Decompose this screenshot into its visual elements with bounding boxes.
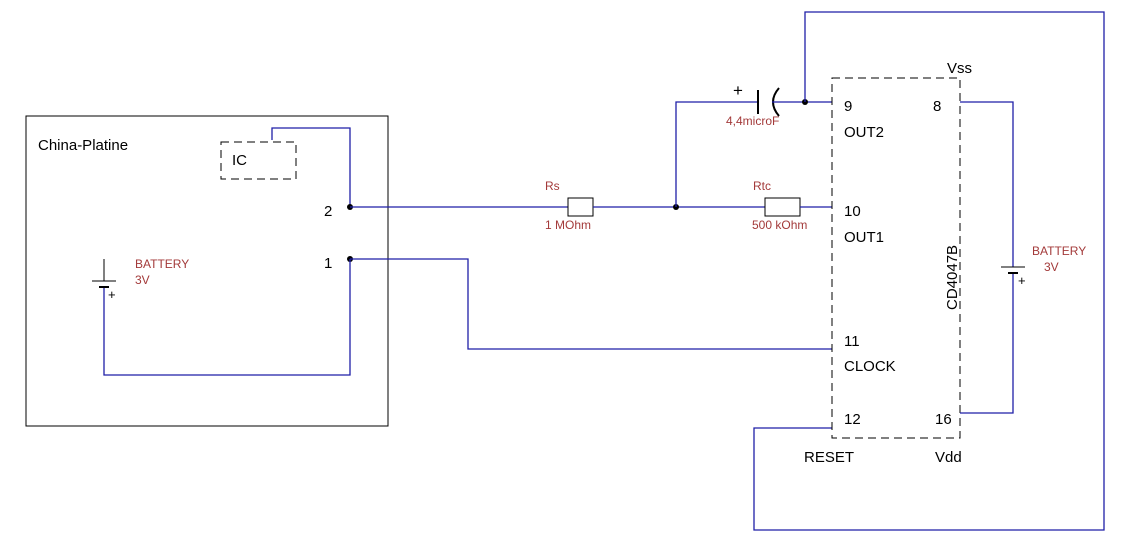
chip-pin16-number: 16 (935, 411, 952, 428)
chip-vss-label: Vss (947, 60, 972, 77)
resistor-rtc (764, 197, 801, 217)
chip-reset-label: RESET (804, 449, 854, 466)
rtc-name-label: Rtc (753, 179, 771, 193)
rtc-value-label: 500 kOhm (752, 218, 807, 232)
platine-board-outline (25, 115, 389, 427)
chip-battery-voltage: 3V (1044, 260, 1059, 274)
chip-pin11-number: 11 (844, 333, 860, 350)
chip-battery-label: BATTERY (1032, 244, 1086, 258)
capacitor-value-label: 4,4microF (726, 114, 779, 128)
ic-label: IC (232, 152, 247, 169)
platine-pin2-label: 2 (324, 203, 332, 220)
resistor-rs (567, 197, 594, 217)
chip-vdd-label: Vdd (935, 449, 962, 466)
chip-pin8-number: 8 (933, 98, 941, 115)
rs-value-label: 1 MOhm (545, 218, 591, 232)
capacitor-plus-sign: + (733, 81, 743, 100)
platine-battery-label: BATTERY (135, 257, 189, 271)
rs-name-label: Rs (545, 179, 560, 193)
chip-out2-label: OUT2 (844, 124, 884, 141)
platine-battery-wire (103, 259, 351, 376)
chip-clock-label: CLOCK (844, 358, 896, 375)
ic-dashed-box (220, 141, 297, 180)
cd4047b-chip-outline (831, 77, 961, 439)
platine-battery-voltage: 3V (135, 273, 150, 287)
chip-pin10-number: 10 (844, 203, 861, 220)
battery-to-pin16-wire (960, 274, 1014, 414)
chip-battery-plus-sign: + (1018, 273, 1026, 288)
pin8-to-battery-wire (960, 101, 1014, 267)
node-to-capacitor-wire (675, 101, 758, 207)
platine-battery-plus-sign: + (108, 287, 116, 302)
pin1-to-clock-wire (350, 258, 832, 350)
chip-pin12-number: 12 (844, 411, 861, 428)
platine-pin1-label: 1 (324, 255, 332, 272)
chip-out1-label: OUT1 (844, 229, 884, 246)
chip-pin9-number: 9 (844, 98, 852, 115)
chip-name-label: CD4047B (944, 245, 961, 310)
ic-to-pin2-wire (271, 127, 351, 207)
platine-title: China-Platine (38, 137, 128, 154)
reset-loop-wire (753, 11, 1105, 531)
